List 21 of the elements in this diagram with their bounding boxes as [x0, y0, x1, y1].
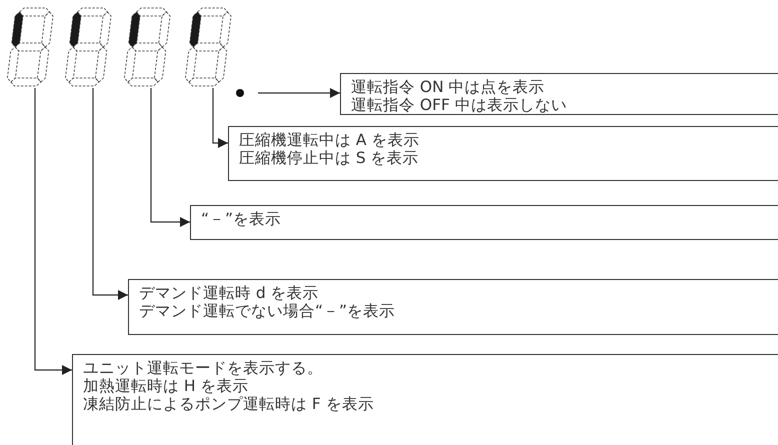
decimal-point — [236, 89, 244, 97]
note-text: “－”を表示 — [201, 210, 282, 228]
arrow — [258, 88, 340, 98]
note-box — [228, 126, 778, 181]
note-box — [128, 279, 778, 335]
arrow — [150, 88, 190, 227]
note-text: デマンド運転でない場合“－”を表示 — [139, 302, 396, 320]
note-text: 加熱運転時は H を表示 — [83, 377, 250, 395]
arrow — [212, 88, 228, 148]
note-text: 運転指令 ON 中は点を表示 — [351, 78, 546, 96]
note-box — [72, 354, 778, 445]
note-text: ユニット運転モードを表示する。 — [83, 359, 324, 377]
note-box — [340, 73, 778, 115]
arrow — [92, 88, 128, 300]
note-box — [190, 205, 778, 240]
note-text: 圧縮機運転中は A を表示 — [239, 131, 420, 149]
note-text: 凍結防止によるポンプ運転時は F を表示 — [83, 395, 375, 413]
note-text: 圧縮機停止中は S を表示 — [239, 149, 420, 167]
note-text: 運転指令 OFF 中は表示しない — [351, 96, 568, 114]
note-text: デマンド運転時 d を表示 — [139, 284, 320, 302]
arrow — [34, 88, 72, 375]
